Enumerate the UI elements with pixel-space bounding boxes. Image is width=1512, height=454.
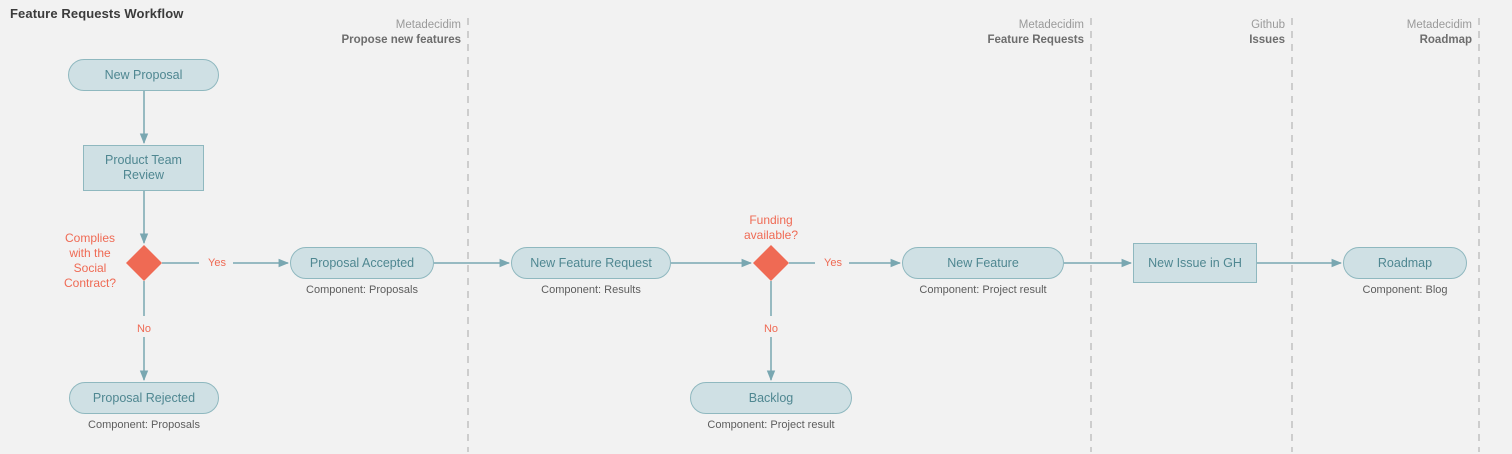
edge-label-social-no: No bbox=[136, 323, 152, 335]
node-proposal-rejected[interactable]: Proposal Rejected bbox=[69, 382, 219, 414]
decision-social-contract[interactable] bbox=[126, 245, 162, 281]
lane-header-roadmap: Metadecidim Roadmap bbox=[1312, 18, 1472, 48]
decision-funding[interactable] bbox=[753, 245, 789, 281]
edge-label-funding-no: No bbox=[763, 323, 779, 335]
decision-diamonds bbox=[126, 245, 789, 281]
node-new-proposal[interactable]: New Proposal bbox=[68, 59, 219, 91]
decision-label-social-contract: Complies with the Social Contract? bbox=[63, 231, 117, 290]
component-label-backlog: Component: Project result bbox=[707, 419, 835, 431]
lane-org-label: Github bbox=[1251, 19, 1285, 31]
lane-header-github-issues: Github Issues bbox=[1125, 18, 1285, 48]
lane-name-label: Roadmap bbox=[1419, 34, 1472, 46]
edge-label-funding-yes: Yes bbox=[824, 257, 842, 269]
page-title: Feature Requests Workflow bbox=[10, 6, 184, 21]
node-new-issue-in-gh[interactable]: New Issue in GH bbox=[1133, 243, 1257, 283]
node-new-feature[interactable]: New Feature bbox=[902, 247, 1064, 279]
lane-name-label: Propose new features bbox=[341, 34, 461, 46]
component-label-proposal-rejected: Component: Proposals bbox=[88, 419, 200, 431]
lane-header-feature-requests: Metadecidim Feature Requests bbox=[884, 18, 1084, 48]
lane-name-label: Feature Requests bbox=[987, 34, 1084, 46]
edge-label-social-yes: Yes bbox=[208, 257, 226, 269]
lane-header-propose-new-features: Metadecidim Propose new features bbox=[261, 18, 461, 48]
node-product-team-review[interactable]: Product Team Review bbox=[83, 145, 204, 191]
component-label-roadmap: Component: Blog bbox=[1362, 284, 1448, 296]
node-roadmap[interactable]: Roadmap bbox=[1343, 247, 1467, 279]
lane-org-label: Metadecidim bbox=[395, 19, 461, 31]
lane-dividers bbox=[467, 18, 1480, 452]
node-backlog[interactable]: Backlog bbox=[690, 382, 852, 414]
lane-org-label: Metadecidim bbox=[1018, 19, 1084, 31]
lane-org-label: Metadecidim bbox=[1406, 19, 1472, 31]
component-label-new-feature-request: Component: Results bbox=[541, 284, 641, 296]
node-proposal-accepted[interactable]: Proposal Accepted bbox=[290, 247, 434, 279]
component-label-proposal-accepted: Component: Proposals bbox=[306, 284, 418, 296]
decision-label-funding: Funding available? bbox=[743, 213, 799, 242]
component-label-new-feature: Component: Project result bbox=[919, 284, 1047, 296]
edges bbox=[139, 91, 1343, 382]
node-new-feature-request[interactable]: New Feature Request bbox=[511, 247, 671, 279]
lane-name-label: Issues bbox=[1249, 34, 1285, 46]
